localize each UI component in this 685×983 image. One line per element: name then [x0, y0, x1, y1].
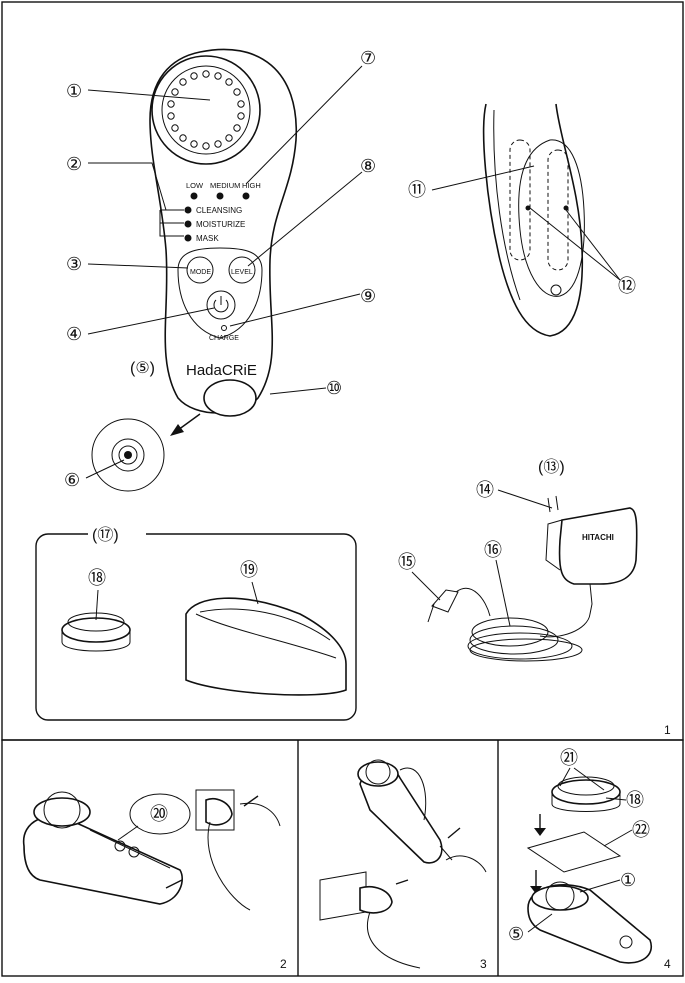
bottom-cap	[203, 379, 257, 417]
battery-right	[547, 149, 569, 271]
callout-13: (⑬)	[538, 458, 565, 476]
indicator-high: HIGH	[242, 181, 261, 190]
charge-label: CHARGE	[209, 335, 239, 342]
callout-20-bubble	[129, 793, 191, 835]
callout-3: ③	[66, 254, 82, 274]
callouts-back: ⑪ ⑫	[408, 165, 636, 296]
panel-number-4: 4	[664, 957, 671, 971]
level-button[interactable]	[228, 256, 256, 284]
callouts-panel-1: ① ② ③ ④ (⑤) ⑥ ⑦ ⑧ ⑨ ⑩	[64, 48, 376, 490]
callout-1: ①	[66, 81, 82, 101]
mode-button[interactable]	[186, 256, 214, 284]
mode-cleansing: CLEANSING	[196, 206, 242, 215]
back-screw	[550, 284, 562, 296]
level-button-label: LEVEL	[231, 269, 253, 276]
power-icon	[213, 299, 229, 313]
callout-12: ⑫	[618, 276, 636, 296]
battery-left	[509, 139, 531, 261]
back-electrode-2	[563, 205, 569, 211]
panel-2-illustration	[23, 789, 281, 911]
callout-17: (⑰)	[92, 526, 119, 544]
bottom-panels-frame	[1, 739, 684, 977]
charge-lamp	[221, 325, 227, 331]
callout-2: ②	[66, 154, 82, 174]
led-low	[190, 192, 198, 200]
callout-11: ⑪	[408, 180, 426, 200]
callout-22: ㉒	[632, 820, 650, 840]
callouts-adapter: ⑭ ⑮ ⑯	[398, 480, 553, 627]
adapter-brand: HITACHI	[582, 533, 614, 542]
mode-moisturize: MOISTURIZE	[196, 220, 245, 229]
led-mask	[184, 234, 192, 242]
led-medium	[216, 192, 224, 200]
indicator-medium: MEDIUM	[210, 181, 240, 190]
led-moisturize	[184, 220, 192, 228]
button-pad	[177, 247, 263, 339]
panel-4-illustration	[526, 776, 653, 964]
callout-6: ⑥	[64, 470, 80, 490]
indicator-low: LOW	[186, 181, 204, 190]
callout-10: ⑩	[326, 378, 342, 398]
electrode-back-plate	[518, 139, 585, 297]
brand-logo: HadaCRiE	[186, 362, 257, 379]
adapter-ring	[61, 612, 131, 652]
callout-19: ⑲	[240, 560, 258, 580]
dc-plug-cord	[427, 587, 583, 662]
detail-arrow	[177, 413, 201, 431]
adapter-cord	[539, 583, 593, 638]
callout-5-p4: ⑤	[508, 924, 524, 944]
electrode-plate	[161, 65, 251, 155]
panel-3-illustration	[319, 759, 487, 969]
callout-8: ⑧	[360, 156, 376, 176]
head-ring	[151, 55, 261, 165]
callout-5: (⑤)	[130, 360, 155, 377]
callout-1-p4: ①	[620, 870, 636, 890]
charging-socket-detail	[91, 418, 165, 492]
led-cleansing	[184, 206, 192, 214]
callout-15: ⑮	[398, 552, 416, 572]
accessory-box	[35, 533, 357, 721]
led-high	[242, 192, 250, 200]
adapter-prongs	[547, 495, 559, 513]
power-button[interactable]	[206, 290, 236, 320]
dc-plug	[431, 589, 459, 613]
back-electrode-1	[525, 205, 531, 211]
panel-number-3: 3	[480, 957, 487, 971]
ac-adapter: HITACHI	[539, 495, 638, 638]
sheet-22	[526, 831, 622, 873]
callout-14: ⑭	[476, 480, 494, 500]
callouts-panel-4: ㉑ ⑱ ㉒ ① ⑤	[508, 748, 650, 944]
panel-number-1: 1	[664, 723, 671, 737]
panel-number-2: 2	[280, 957, 287, 971]
device-front: LOW MEDIUM HIGH CLEANSING MOISTURIZE MAS…	[149, 48, 297, 417]
mode-mask: MASK	[196, 234, 219, 243]
callout-4: ④	[66, 324, 82, 344]
callout-21: ㉑	[560, 748, 578, 768]
callout-9: ⑨	[360, 286, 376, 306]
mode-button-label: MODE	[190, 269, 211, 276]
device-back	[482, 103, 585, 337]
callout-20: ⑳	[150, 804, 168, 824]
callout-7: ⑦	[360, 48, 376, 68]
callout-16: ⑯	[484, 540, 502, 560]
callout-18: ⑱	[88, 568, 106, 588]
charging-stand	[185, 597, 347, 696]
electrode-dots	[167, 70, 245, 150]
callout-18-p4: ⑱	[626, 790, 644, 810]
